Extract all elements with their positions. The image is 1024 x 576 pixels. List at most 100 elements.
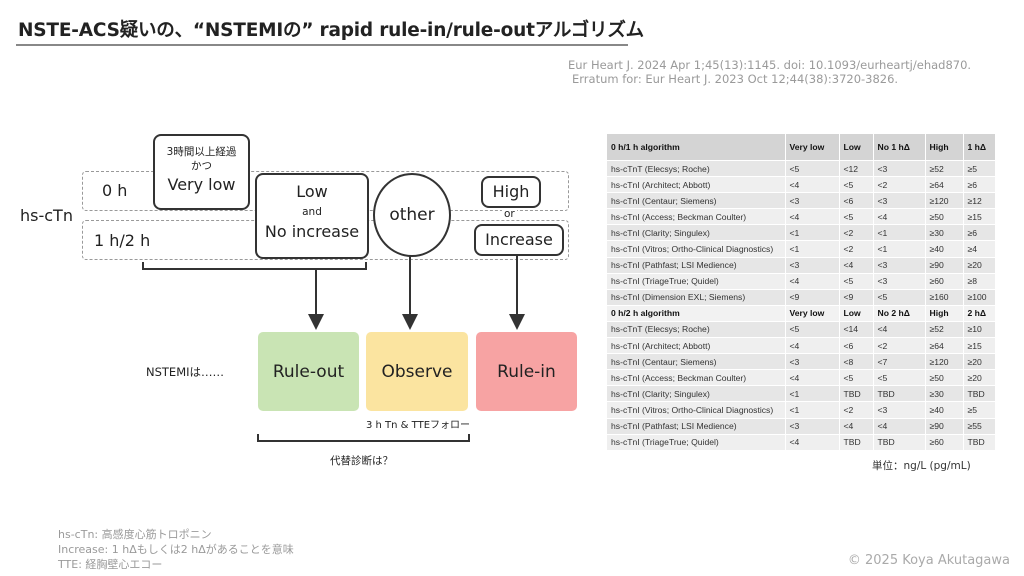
table-cell: <1 (785, 240, 840, 258)
table-cell: <3 (785, 192, 840, 210)
table-cell: <1 (785, 385, 840, 403)
table-cell: ≥30 (925, 224, 964, 242)
rule-in-label: Rule-in (497, 361, 556, 382)
increase-label: Increase (485, 230, 553, 249)
table-cell: ≥100 (963, 289, 996, 306)
table-cell: TBD (839, 434, 874, 451)
table-row: hs-cTnI (Access; Beckman Coulter)<4<5<5≥… (607, 369, 996, 387)
rule-in-box: Rule-in (476, 332, 577, 411)
low-label: Low (296, 182, 328, 201)
and-label: and (302, 206, 322, 218)
table-cell: hs-cTnI (TriageTrue; Quidel) (607, 434, 786, 451)
table-cell: <3 (785, 257, 840, 274)
table-header-cell: Low (839, 134, 874, 161)
table-cell: hs-cTnI (Vitros; Ortho-Clinical Diagnost… (607, 240, 786, 258)
table-cell: hs-cTnI (Centaur; Siemens) (607, 353, 786, 371)
table-cell: <5 (785, 321, 840, 339)
table-cell: <8 (839, 353, 874, 371)
table-cell: ≥60 (925, 434, 964, 451)
very-low-note-line1: 3時間以上経過 (166, 146, 237, 158)
table-row: hs-cTnI (TriageTrue; Quidel)<4<5<3≥60≥8 (607, 273, 996, 290)
table-cell: <4 (785, 208, 840, 226)
nstemi-label: NSTEMIは…… (146, 365, 225, 379)
table-cell: <3 (873, 273, 926, 290)
table-cell: hs-cTnI (Clarity; Singulex) (607, 385, 786, 403)
table-cell: <6 (839, 337, 874, 355)
table-cell: ≥90 (925, 257, 964, 274)
table-cell: ≥50 (925, 208, 964, 226)
note-2: Increase: 1 hΔもしくは2 hΔがあることを意味 (58, 543, 294, 556)
table-header-cell: No 2 hΔ (873, 305, 926, 322)
table-cell: ≥40 (925, 401, 964, 419)
table-cell: <2 (839, 240, 874, 258)
table-row: hs-cTnI (Dimension EXL; Siemens)<9<9<5≥1… (607, 289, 996, 306)
table-cell: <4 (839, 257, 874, 274)
table-cell: ≥52 (925, 160, 964, 178)
table-header-cell: High (925, 305, 964, 322)
table-cell: TBD (963, 434, 996, 451)
table-cell: TBD (839, 385, 874, 403)
rule-out-box: Rule-out (258, 332, 359, 411)
table-cell: <2 (873, 337, 926, 355)
table-cell: ≥64 (925, 176, 964, 194)
table-row: hs-cTnI (Vitros; Ortho-Clinical Diagnost… (607, 240, 996, 258)
table-row: hs-cTnI (Vitros; Ortho-Clinical Diagnost… (607, 401, 996, 419)
other-circle: other (373, 173, 451, 257)
table-cell: hs-cTnI (Pathfast; LSI Medience) (607, 257, 786, 274)
bracket-left (142, 262, 367, 270)
table-row: hs-cTnI (Centaur; Siemens)<3<6<3≥120≥12 (607, 192, 996, 210)
table-cell: ≥52 (925, 321, 964, 339)
title-underline (16, 44, 628, 46)
table-cell: <2 (839, 401, 874, 419)
table-row: hs-cTnI (Architect; Abbott)<4<6<2≥64≥15 (607, 337, 996, 355)
alternative-diagnosis-label: 代替診断は？ (330, 455, 393, 467)
table-cell: ≥120 (925, 192, 964, 210)
table-cell: <4 (873, 208, 926, 226)
table-cell: TBD (873, 385, 926, 403)
table-cell: ≥8 (963, 273, 996, 290)
table-cell: TBD (963, 385, 996, 403)
hs-ctn-label: hs-cTn (20, 206, 73, 225)
table-row: hs-cTnI (Clarity; Singulex)<1<2<1≥30≥6 (607, 224, 996, 242)
table-cell: ≥50 (925, 369, 964, 387)
table-row: hs-cTnI (Access; Beckman Coulter)<4<5<4≥… (607, 208, 996, 226)
table-cell: <5 (839, 208, 874, 226)
table-cell: <5 (839, 176, 874, 194)
table-cell: <2 (839, 224, 874, 242)
table-cell: ≥5 (963, 160, 996, 178)
table-cell: <4 (873, 418, 926, 435)
table-cell: hs-cTnT (Elecsys; Roche) (607, 160, 786, 178)
table-cell: hs-cTnI (Architect; Abbott) (607, 337, 786, 355)
table-cell: TBD (873, 434, 926, 451)
table-cell: <4 (785, 369, 840, 387)
table-cell: <4 (873, 321, 926, 339)
table-cell: ≥90 (925, 418, 964, 435)
table-header-cell: 1 hΔ (963, 134, 996, 161)
table-cell: hs-cTnI (Access; Beckman Coulter) (607, 369, 786, 387)
table-cell: <4 (785, 176, 840, 194)
table-cell: <3 (873, 401, 926, 419)
table-cell: hs-cTnI (Dimension EXL; Siemens) (607, 289, 786, 306)
observe-box: Observe (366, 332, 468, 411)
table-cell: ≥60 (925, 273, 964, 290)
table-header-cell: High (925, 134, 964, 161)
table-cell: hs-cTnT (Elecsys; Roche) (607, 321, 786, 339)
table-cell: <3 (873, 257, 926, 274)
reference-line-2: Erratum for: Eur Heart J. 2023 Oct 12;44… (572, 72, 899, 86)
table-cell: <1 (873, 240, 926, 258)
table-cell: ≥20 (963, 353, 996, 371)
observe-note: 3 h Tn & TTEフォロー (366, 420, 471, 431)
note-3: TTE: 経胸壁心エコー (58, 558, 163, 571)
table-cell: <4 (785, 273, 840, 290)
unit-label: 単位：ng/L (pg/mL) (872, 460, 971, 472)
table-cell: ≥40 (925, 240, 964, 258)
table-cell: <3 (785, 418, 840, 435)
table-cell: <5 (839, 273, 874, 290)
observe-label: Observe (381, 361, 453, 382)
